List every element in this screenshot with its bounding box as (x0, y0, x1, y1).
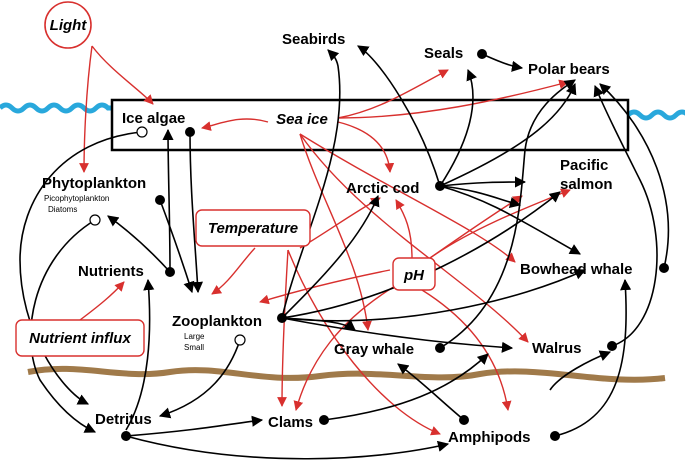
seabirds-label: Seabirds (282, 31, 345, 48)
polar-bears-label: Polar bears (528, 61, 610, 78)
salmon-label: salmon (560, 176, 613, 193)
ph-label: pH (403, 267, 425, 284)
clams-label: Clams (268, 414, 313, 431)
arctic-cod-label: Arctic cod (346, 180, 419, 197)
temperature-node (195, 209, 311, 247)
large-label: Large (184, 332, 205, 341)
ice-algae-label: Ice algae (122, 110, 185, 127)
bowhead-whale-label: Bowhead whale (520, 261, 633, 278)
sea-ice-label: Sea ice (276, 111, 328, 128)
light-node (44, 1, 92, 49)
node-dots (89, 49, 669, 441)
sea-ice-box (110, 98, 630, 152)
trophic-arrows (19, 45, 670, 460)
light-label: Light (50, 17, 88, 34)
walrus-label: Walrus (532, 340, 581, 357)
seafloor-line (27, 365, 666, 383)
amphipods-label: Amphipods (448, 429, 531, 446)
seals-label: Seals (424, 45, 463, 62)
small-label: Small (184, 343, 204, 352)
detritus-label: Detritus (95, 411, 152, 428)
driver-arrows (79, 45, 571, 436)
temperature-label: Temperature (208, 220, 298, 237)
gray-whale-label: Gray whale (334, 341, 414, 358)
picophytoplankton-label: Picophytoplankton (44, 194, 109, 203)
zooplankton-label: Zooplankton (172, 313, 262, 330)
pacific-label: Pacific (560, 157, 608, 174)
ph-node (392, 257, 436, 291)
nutrients-label: Nutrients (78, 263, 144, 280)
nutrient-influx-node (15, 319, 145, 357)
water-surface-right (626, 109, 685, 121)
water-surface-left (0, 102, 112, 114)
phytoplankton-label: Phytoplankton (42, 175, 146, 192)
nutrient-influx-label: Nutrient influx (29, 330, 131, 347)
diatoms-label: Diatoms (48, 205, 77, 214)
